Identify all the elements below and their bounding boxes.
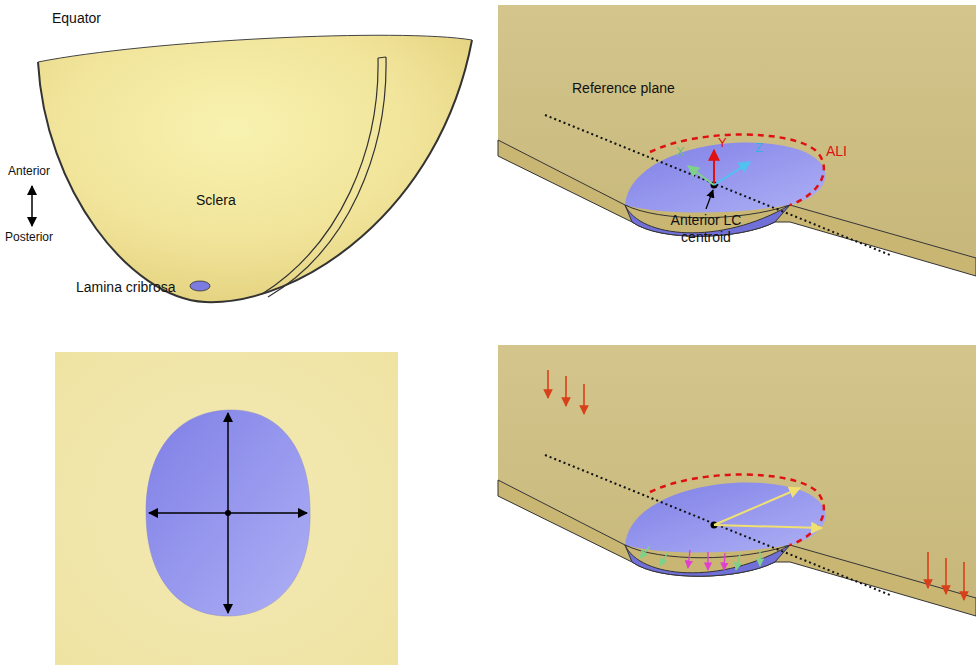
- onh-closeup: [498, 5, 976, 276]
- region-label: Equator: [52, 10, 101, 27]
- part-label: Lamina cribrosa: [76, 279, 176, 296]
- orientation-label: Anterior: [8, 164, 50, 178]
- z-axis: [714, 162, 750, 185]
- part-label: Reference plane: [572, 80, 675, 97]
- part-label: ALI: [826, 143, 847, 160]
- orientation-label: Posterior: [5, 230, 53, 244]
- part-label: Anterior LC centroid: [648, 212, 764, 246]
- orientation-arrow: [31, 186, 33, 226]
- part-label: Sclera: [196, 192, 236, 209]
- axis-label: X: [676, 144, 685, 160]
- onh-loading: [498, 345, 976, 616]
- y-axis: [713, 150, 715, 185]
- leader-line: [706, 190, 713, 209]
- axis-label: Y: [718, 135, 727, 151]
- sclera-bowl: [32, 35, 472, 302]
- lc-enface: [55, 352, 398, 665]
- x-axis: [688, 166, 714, 185]
- axis-label: Z: [755, 140, 763, 156]
- lamina-cribrosa-shape: [190, 281, 210, 291]
